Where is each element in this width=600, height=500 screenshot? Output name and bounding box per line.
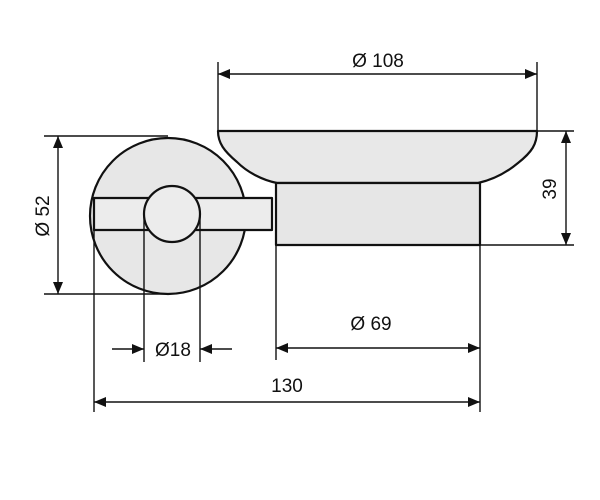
dish-holder-cup — [274, 181, 482, 247]
soap-dish — [216, 129, 539, 185]
label-overall-projection: 130 — [271, 376, 303, 397]
label-height: 39 — [540, 178, 561, 199]
label-wall-plate-diameter: Ø 52 — [33, 195, 54, 236]
dimension-lines — [53, 69, 571, 407]
label-rod-diameter: Ø18 — [155, 340, 191, 361]
soap-dish-holder — [88, 129, 539, 296]
arm-boss — [142, 184, 202, 244]
label-dish-diameter: Ø 108 — [352, 51, 404, 72]
label-holder-diameter: Ø 69 — [350, 314, 391, 335]
